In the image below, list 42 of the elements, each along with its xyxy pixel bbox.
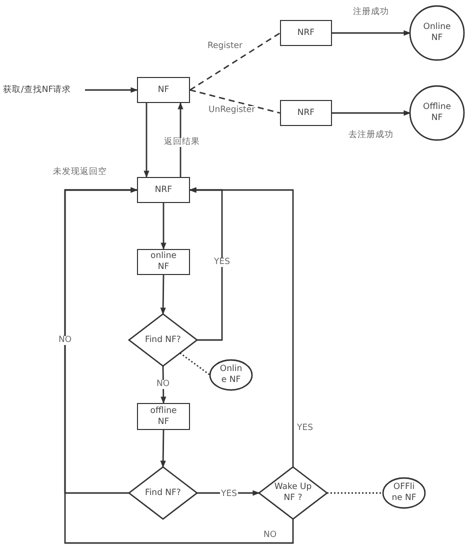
- request-text: 获取/查找NF请求: [3, 83, 85, 97]
- state-circle: Online NF: [410, 6, 464, 60]
- process-box: NRF: [280, 100, 332, 126]
- edge-label: YES: [213, 258, 231, 267]
- decision-diamond: Find NF?: [129, 314, 197, 366]
- arrow: [332, 110, 411, 116]
- process-box: NRF: [137, 177, 190, 203]
- arrow: [197, 490, 260, 496]
- edge-label: YES: [296, 424, 314, 433]
- note-text: 未发现返回空: [52, 168, 108, 178]
- arrow: [332, 30, 411, 36]
- arrow: [160, 275, 166, 315]
- decision-diamond: Wake Up NF ?: [259, 467, 327, 519]
- dotted-line: [180, 352, 210, 376]
- process-box: online NF: [137, 249, 190, 275]
- process-box: offline NF: [137, 403, 190, 430]
- decision-diamond: Find NF?: [129, 467, 197, 519]
- dotted-line: [327, 492, 383, 494]
- edge-label: NO: [156, 380, 171, 389]
- state-ellipse: OFFli ne NF: [383, 478, 425, 508]
- arrow: [178, 102, 184, 177]
- dashed-line: [190, 89, 280, 114]
- arrow: [160, 203, 166, 250]
- state-ellipse: Onlin e NF: [210, 360, 252, 390]
- edge-label: YES: [220, 490, 238, 499]
- state-circle: Offline NF: [410, 86, 464, 140]
- arrow: [160, 430, 166, 468]
- edge-label: UnRegister: [208, 106, 256, 115]
- edge-label: 去注册成功: [348, 130, 394, 140]
- dashed-line: [190, 32, 280, 91]
- process-box: NF: [137, 77, 190, 103]
- arrow: [85, 87, 138, 93]
- edge-label: 注册成功: [352, 8, 390, 17]
- edge-label: Register: [206, 42, 244, 51]
- arrow: [64, 187, 294, 544]
- arrow: [160, 366, 166, 404]
- edge-label: NO: [262, 530, 278, 540]
- arrow: [189, 187, 294, 467]
- edge-label: 返回结果: [163, 138, 201, 147]
- edge-label: NO: [58, 336, 73, 345]
- arrow: [144, 103, 150, 178]
- process-box: NRF: [280, 20, 332, 46]
